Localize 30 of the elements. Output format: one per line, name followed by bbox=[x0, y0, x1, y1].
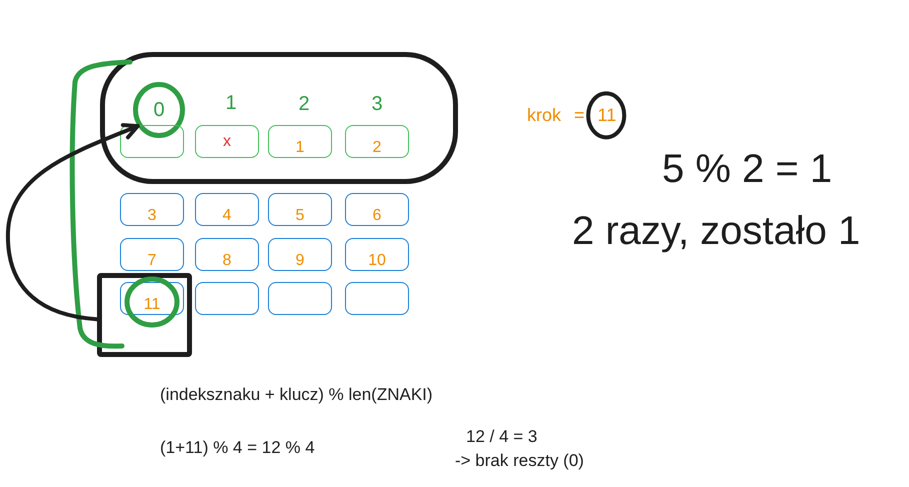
equation-text: (1+11) % 4 = 12 % 4 bbox=[160, 438, 315, 458]
array-slot: 8 bbox=[195, 238, 259, 271]
array-slot: x bbox=[195, 125, 259, 158]
highlight-loop bbox=[100, 52, 458, 184]
array-slot: 3 bbox=[120, 193, 184, 226]
equation-text: 12 / 4 = 3 bbox=[466, 427, 538, 447]
array-slot: 1 bbox=[268, 125, 332, 158]
highlight-square bbox=[97, 273, 192, 357]
array-slot: 5 bbox=[268, 193, 332, 226]
array-slot bbox=[345, 282, 409, 315]
column-index: 1 bbox=[225, 92, 237, 115]
circled-index: 0 bbox=[133, 82, 185, 138]
array-slot: 2 bbox=[345, 125, 409, 158]
array-slot bbox=[268, 282, 332, 315]
equation-text: 5 % 2 = 1 bbox=[662, 146, 832, 192]
column-index: 3 bbox=[371, 93, 383, 116]
array-slot: 7 bbox=[120, 238, 184, 271]
array-slot bbox=[195, 282, 259, 315]
note-text: -> brak reszty (0) bbox=[455, 451, 584, 471]
arrow bbox=[6, 122, 140, 322]
formula-text: (indeksznaku + klucz) % len(ZNAKI) bbox=[160, 385, 433, 405]
column-index: 2 bbox=[298, 93, 310, 116]
array-slot bbox=[120, 125, 184, 158]
equation-text: 2 razy, zostało 1 bbox=[572, 208, 860, 254]
array-slot: 11 bbox=[120, 282, 184, 315]
array-slot: 6 bbox=[345, 193, 409, 226]
array-slot: 9 bbox=[268, 238, 332, 271]
array-slot: 4 bbox=[195, 193, 259, 226]
array-slot: 10 bbox=[345, 238, 409, 271]
step-label: krok = 11 bbox=[527, 105, 616, 126]
